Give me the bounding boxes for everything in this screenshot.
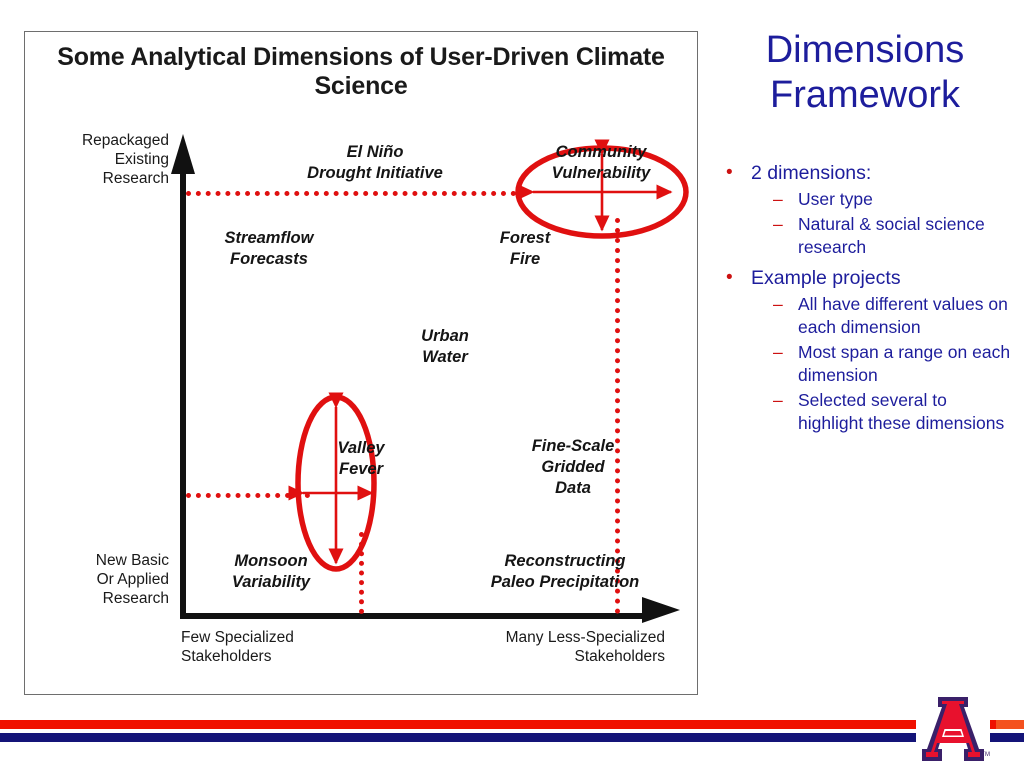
- sub-bullet-list: – User type – Natural & social science r…: [751, 188, 1014, 259]
- project-label-monsoon-variability: Monsoon Variability: [231, 552, 311, 591]
- bullet-item-2-dimensions: • 2 dimensions: – User type – Natural & …: [716, 160, 1014, 259]
- project-label-valley-fever: Valley Fever: [337, 439, 385, 478]
- x-axis-line: [180, 613, 646, 619]
- project-label-forest-fire: Forest Fire: [499, 229, 551, 268]
- diagram-canvas: Some Analytical Dimensions of User-Drive…: [25, 32, 697, 694]
- dash-marker-icon: –: [773, 189, 783, 209]
- bullet-text: Example projects: [751, 267, 901, 289]
- sub-bullet-item-all-have-different-values: – All have different values on each dime…: [751, 293, 1014, 339]
- y-axis-line: [180, 170, 186, 616]
- x-axis-right-caption: Many Less-Specialized Stakeholders: [505, 629, 665, 665]
- university-of-arizona-a-logo: [922, 697, 984, 761]
- bullet-text: 2 dimensions:: [751, 162, 872, 184]
- sub-bullet-text: Most span a range on each dimension: [798, 342, 1011, 385]
- guide-line-valley-fever-drop: [359, 532, 364, 614]
- project-label-urban-water: Urban Water: [421, 327, 469, 366]
- sub-bullet-list: – All have different values on each dime…: [751, 293, 1014, 435]
- bullet-list: • 2 dimensions: – User type – Natural & …: [716, 160, 1014, 435]
- guide-line-valley-fever: [186, 493, 310, 498]
- sub-bullet-item-selected-several-to-highlight: – Selected several to highlight these di…: [751, 389, 1014, 435]
- y-axis-bottom-caption: New Basic Or Applied Research: [95, 552, 169, 607]
- sub-bullet-text: User type: [798, 189, 873, 209]
- dash-marker-icon: –: [773, 214, 783, 234]
- dash-marker-icon: –: [773, 294, 783, 314]
- project-label-reconstructing-paleo-precipitation: Reconstructing Paleo Precipitation: [490, 552, 640, 591]
- bullet-marker-icon: •: [726, 267, 733, 288]
- bullet-marker-icon: •: [726, 162, 733, 183]
- guide-line-community-vulnerability-drop: [615, 218, 620, 614]
- footer-bar-red-stub: [996, 720, 1024, 729]
- sub-bullet-item-most-span-a-range: – Most span a range on each dimension: [751, 341, 1014, 387]
- y-axis-top-caption: Repackaged Existing Research: [81, 132, 169, 187]
- diagram-title: Some Analytical Dimensions of User-Drive…: [57, 43, 665, 100]
- diagram-figure: Some Analytical Dimensions of User-Drive…: [24, 31, 698, 695]
- project-label-community-vulnerability: Community Vulnerability: [551, 143, 651, 182]
- footer-bar-red: [0, 720, 1024, 729]
- dash-marker-icon: –: [773, 342, 783, 362]
- sub-bullet-text: All have different values on each dimens…: [798, 294, 1008, 337]
- sub-bullet-text: Selected several to highlight these dime…: [798, 390, 1005, 433]
- project-label-streamflow-forecasts: Streamflow Forecasts: [224, 229, 314, 268]
- bullet-item-example-projects: • Example projects – All have different …: [716, 265, 1014, 435]
- footer-bar-navy: [0, 733, 1024, 742]
- sub-bullet-text: Natural & social science research: [798, 214, 985, 257]
- page-title: Dimensions Framework: [765, 29, 965, 116]
- sub-bullet-item-user-type: – User type: [751, 188, 1014, 211]
- trademark-mark: TM: [981, 752, 991, 758]
- y-axis-arrowhead-icon: [171, 134, 195, 174]
- sub-bullet-item-natural-social-science-research: – Natural & social science research: [751, 213, 1014, 259]
- x-axis-left-caption: Few Specialized Stakeholders: [181, 629, 294, 665]
- slide-text-panel: Dimensions Framework • 2 dimensions: – U…: [716, 28, 1014, 628]
- dash-marker-icon: –: [773, 390, 783, 410]
- project-label-el-nino-drought-initiative: El Niño Drought Initiative: [307, 143, 443, 182]
- project-label-fine-scale-gridded-data: Fine-Scale Gridded Data: [531, 437, 615, 497]
- guide-line-el-nino: [186, 191, 526, 196]
- footer-bar-navy-stub: [996, 733, 1024, 742]
- x-axis-arrowhead-icon: [642, 597, 680, 623]
